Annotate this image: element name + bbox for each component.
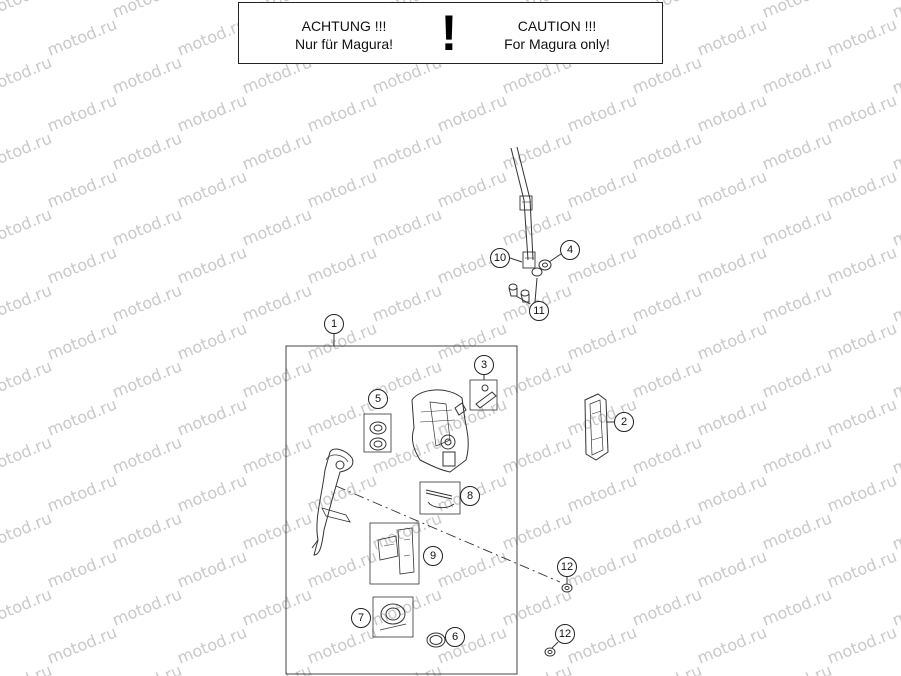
callout-2[interactable]: 2: [614, 412, 634, 432]
callout-3[interactable]: 3: [474, 355, 494, 375]
assembly-box: [285, 345, 518, 675]
part-5-kit: [363, 413, 392, 453]
warning-german: ACHTUNG !!! Nur für Magura!: [279, 17, 409, 53]
callout-12-lower[interactable]: 12: [555, 624, 575, 644]
callout-7[interactable]: 7: [351, 608, 371, 628]
callout-12-upper[interactable]: 12: [557, 557, 577, 577]
warning-english-title: CAUTION !!!: [517, 18, 597, 34]
callout-11-leader-b: [534, 277, 538, 303]
part-8-kit: [419, 481, 461, 515]
callout-4[interactable]: 4: [560, 240, 580, 260]
part-6-ring: [426, 632, 446, 648]
part-3-kit: [469, 379, 498, 411]
callout-5[interactable]: 5: [368, 389, 388, 409]
warning-german-text: Nur für Magura!: [294, 36, 394, 52]
callout-11[interactable]: 11: [529, 301, 549, 321]
part-12-nut-upper: [561, 583, 573, 593]
warning-banner: ACHTUNG !!! Nur für Magura! ! CAUTION !!…: [238, 2, 663, 64]
callout-6[interactable]: 6: [445, 627, 465, 647]
callout-8[interactable]: 8: [460, 486, 480, 506]
bleed-parts: [508, 259, 552, 303]
caliper-body: [411, 389, 469, 473]
callout-9[interactable]: 9: [423, 546, 443, 566]
callout-10[interactable]: 10: [490, 248, 510, 268]
brake-hose: [510, 146, 536, 269]
callout-11-leader-a: [515, 295, 531, 305]
warning-english: CAUTION !!! For Magura only!: [487, 17, 627, 53]
callout-4-leader: [548, 253, 562, 263]
warning-english-text: For Magura only!: [504, 36, 610, 52]
callout-12-leader-lower: [551, 641, 559, 649]
exclamation-icon: !: [440, 5, 458, 61]
part-7-kit: [372, 596, 414, 638]
axis-line: [335, 485, 561, 583]
part-2-pads: [584, 393, 609, 461]
callout-10-leader: [509, 257, 523, 263]
caliper-support: [311, 448, 354, 556]
watermark-text: motod.ru: [889, 0, 901, 22]
warning-german-title: ACHTUNG !!!: [301, 18, 387, 34]
part-12-nut-lower: [544, 647, 556, 657]
part-9-kit: [369, 522, 420, 585]
callout-1[interactable]: 1: [324, 314, 344, 334]
